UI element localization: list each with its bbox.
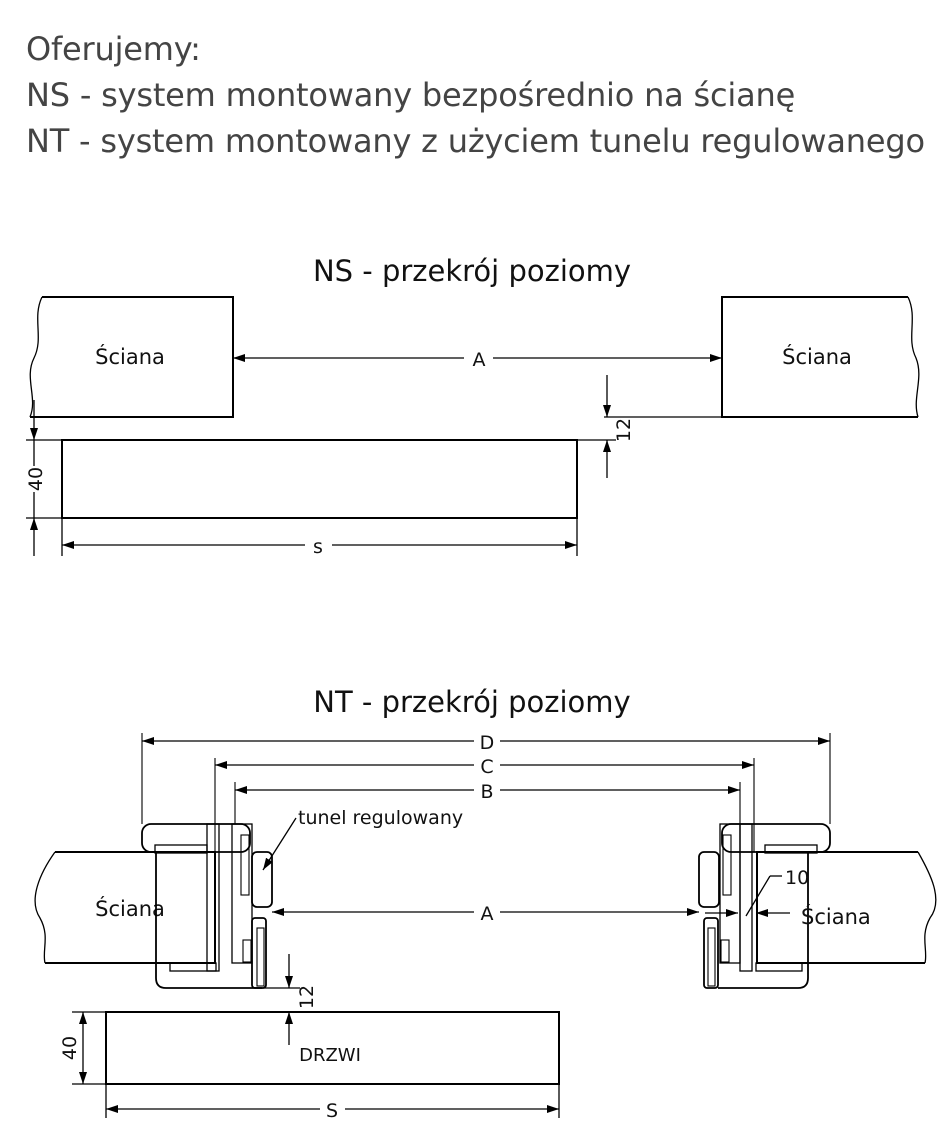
ns-dim-s [61, 518, 578, 556]
ns-section: NS - przekrój poziomy Ściana Ściana A 1 [25, 254, 920, 558]
ns-wall-left-label: Ściana [95, 344, 165, 369]
ns-section-title: NS - przekrój poziomy [313, 254, 631, 288]
nt-dim-a-label: A [481, 903, 494, 925]
nt-dim-12 [262, 954, 300, 1045]
nt-dim-s [105, 1084, 560, 1118]
intro-heading: Oferujemy: [26, 30, 201, 68]
ns-dim-a-label: A [473, 349, 486, 371]
nt-section-title: NT - przekrój poziomy [313, 685, 630, 719]
nt-dim-10 [705, 875, 790, 917]
ns-wall-right [721, 296, 920, 418]
nt-section: NT - przekrój poziomy Ściana [34, 685, 937, 1122]
ns-dim-40-label: 40 [25, 467, 47, 491]
ns-door-panel [61, 439, 578, 519]
nt-door-label: DRZWI [299, 1045, 361, 1066]
ns-dim-12 [577, 375, 722, 478]
nt-dim-40-label: 40 [59, 1036, 81, 1060]
ns-dim-s-label: s [313, 536, 323, 558]
nt-wall-left [34, 851, 216, 964]
nt-door-panel [105, 1011, 560, 1085]
nt-dim-d-label: D [480, 732, 495, 754]
nt-extension-lines [141, 733, 831, 852]
nt-wall-right [756, 851, 937, 964]
ns-wall-right-label: Ściana [782, 344, 852, 369]
intro-line-ns: NS - system montowany bezpośrednio na śc… [26, 76, 796, 114]
nt-tunnel-left [141, 823, 273, 989]
nt-dim-s-label: S [326, 1100, 338, 1122]
nt-wall-right-label: Ściana [801, 904, 871, 929]
intro-line-nt: NT - system montowany z użyciem tunelu r… [26, 122, 925, 160]
nt-dim-40 [72, 1011, 106, 1085]
nt-dim-10-label: 10 [785, 867, 809, 889]
nt-tunnel-label: tunel regulowany [298, 807, 463, 829]
intro-text: Oferujemy: NS - system montowany bezpośr… [26, 26, 925, 164]
nt-dim-b-label: B [480, 781, 493, 803]
nt-tunnel-right [698, 823, 831, 989]
nt-tunnel-leader [262, 817, 297, 871]
nt-dim-c-label: C [480, 756, 493, 778]
nt-wall-left-label: Ściana [95, 896, 165, 921]
ns-dim-12-label: 12 [613, 418, 635, 442]
nt-dim-12-label: 12 [296, 985, 318, 1009]
ns-dim-40 [26, 400, 62, 556]
